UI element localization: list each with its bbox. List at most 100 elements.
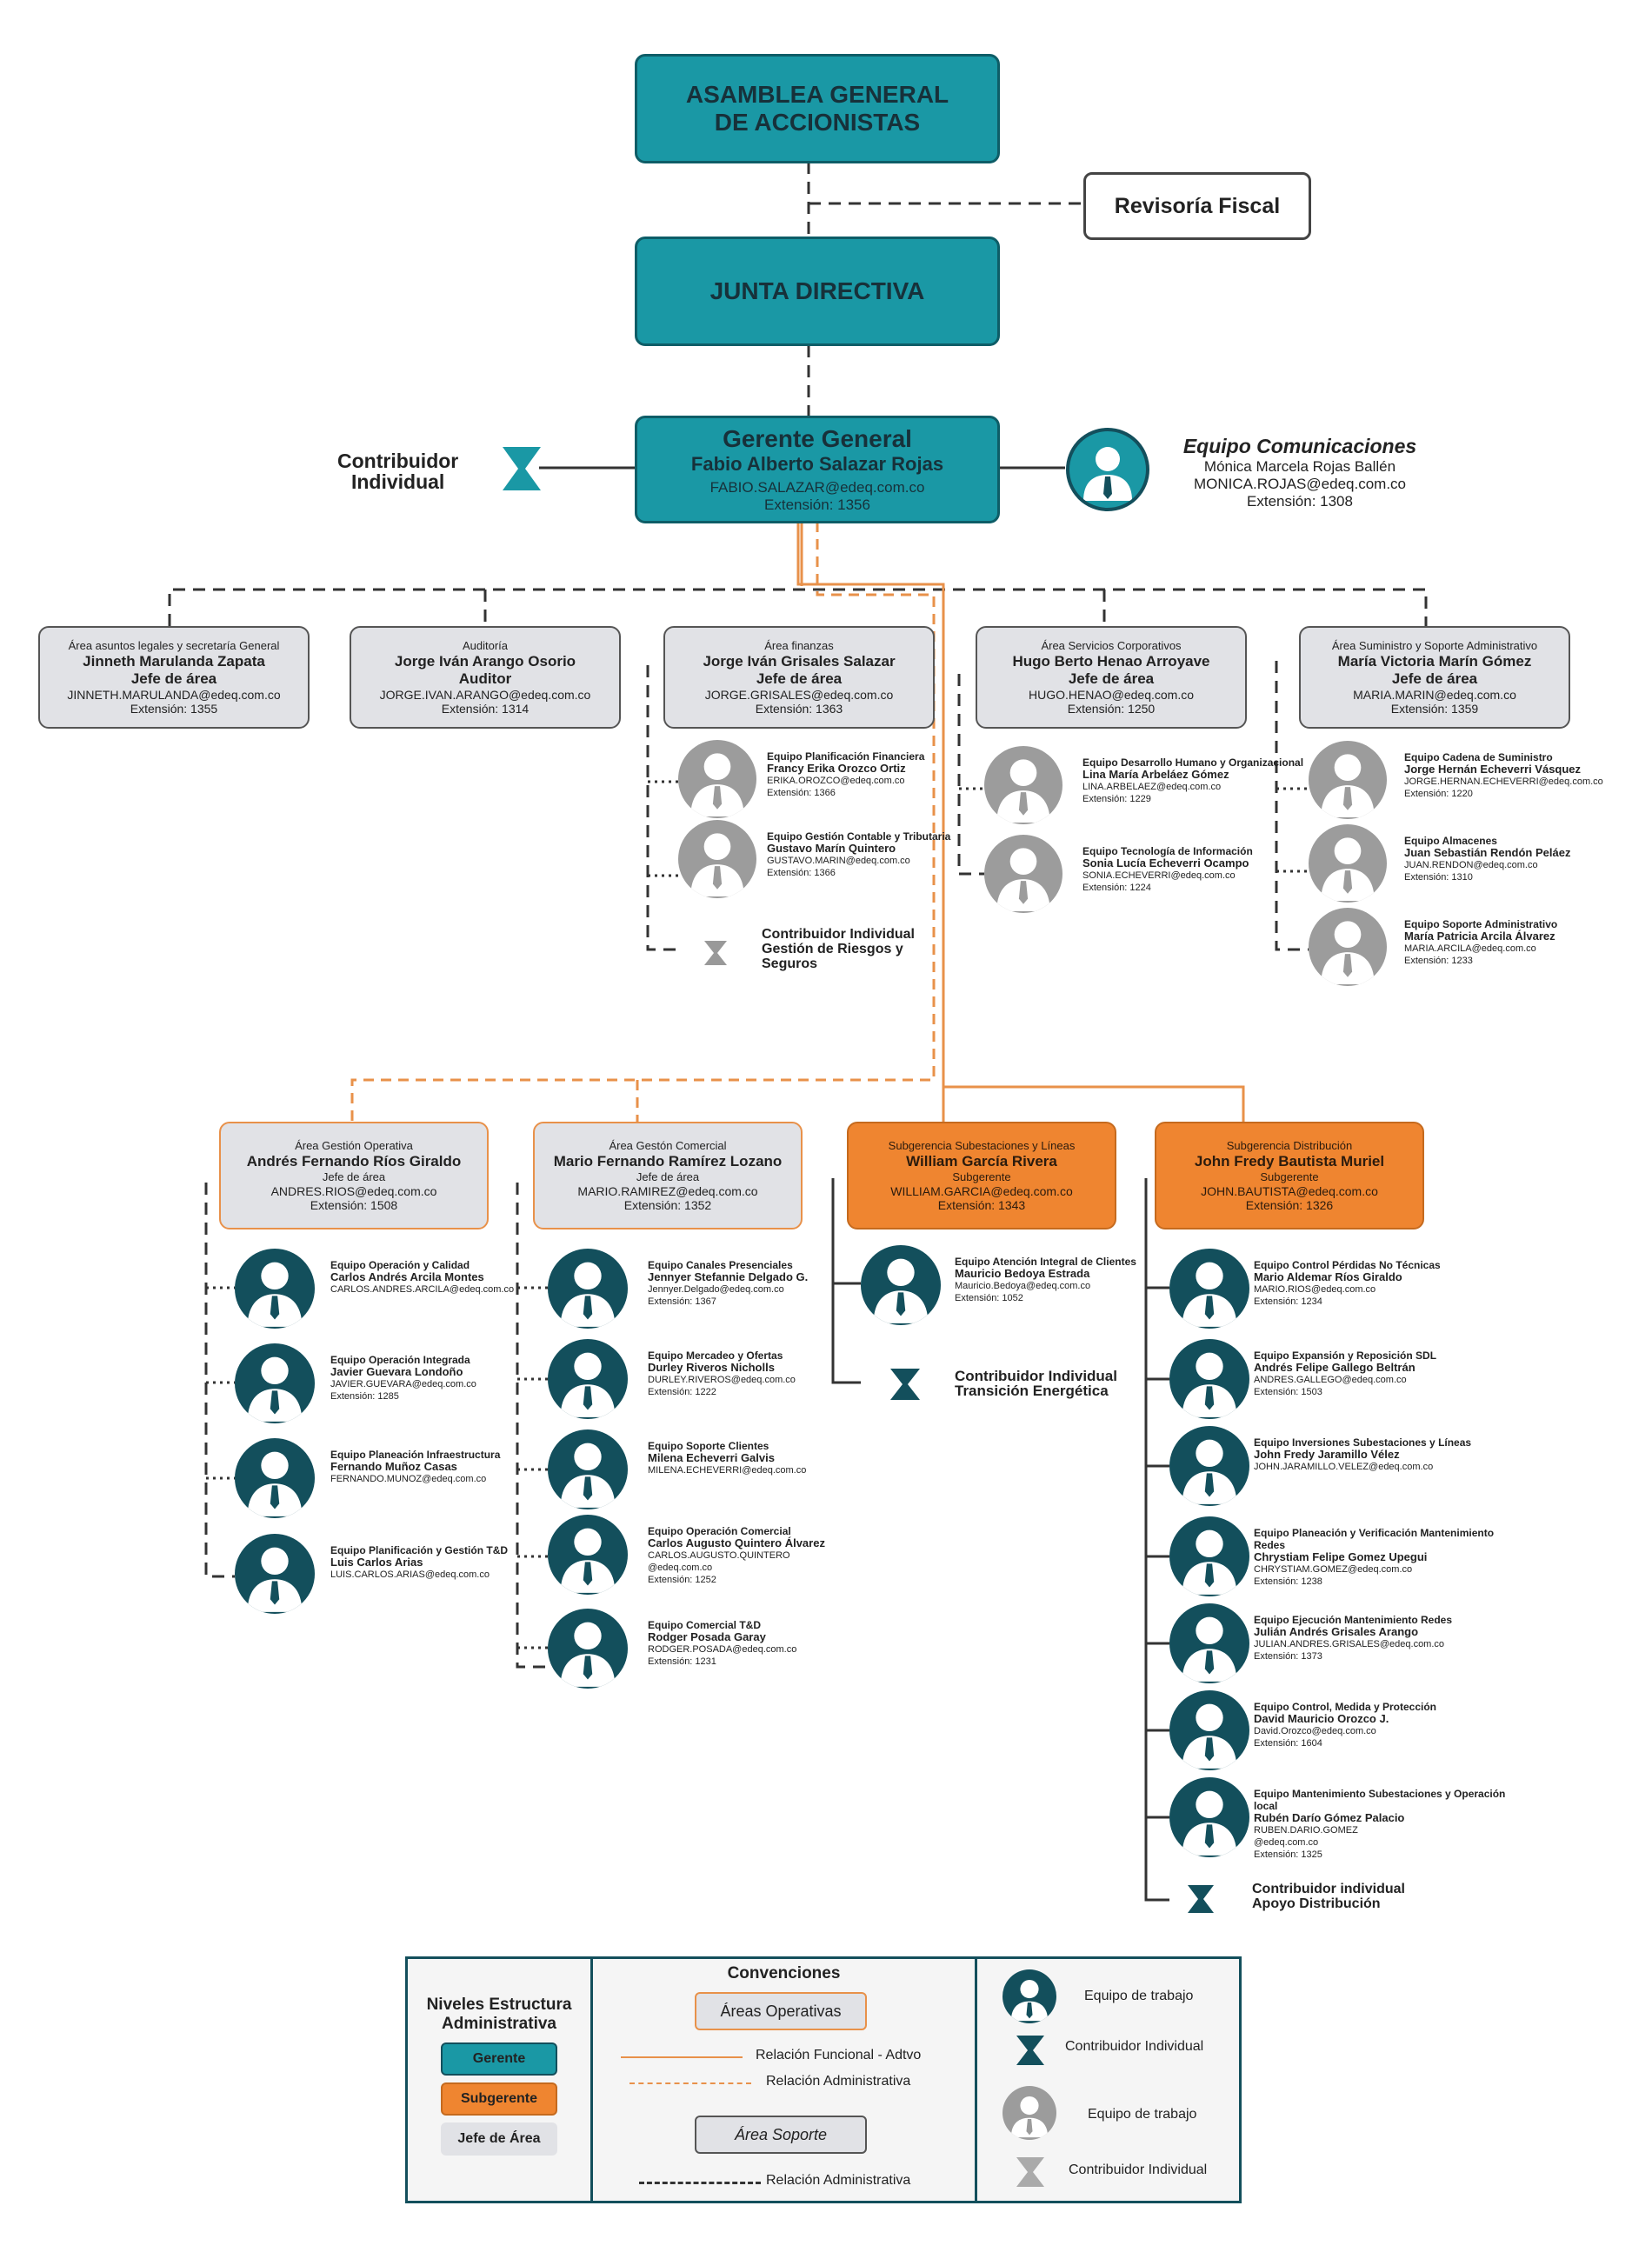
area-head-email: JINNETH.MARULANDA@edeq.com.co <box>67 688 281 702</box>
area-comercial-box: Área Gestón Comercial Mario Fernando Ram… <box>533 1122 803 1229</box>
hourglass-icon <box>503 447 541 490</box>
area-head-email: MARIO.RAMIREZ@edeq.com.co <box>577 1184 758 1198</box>
team-avatar-icon <box>1169 1339 1249 1419</box>
team-lead-email: JULIAN.ANDRES.GRISALES@edeq.com.co <box>1254 1639 1445 1649</box>
team-title: Equipo Planeación y Verificación Manteni… <box>1254 1527 1495 1551</box>
area-head-email: MARIA.MARIN@edeq.com.co <box>1353 688 1516 702</box>
team-avatar-icon <box>1169 1516 1249 1596</box>
team-lead-name: Gustavo Marín Quintero <box>767 842 896 855</box>
team-lead-ext: Extensión: 1252 <box>648 1575 716 1585</box>
team-avatar-icon <box>1169 1777 1249 1857</box>
team-avatar-icon <box>548 1339 628 1419</box>
area-label: Área asuntos legales y secretaría Genera… <box>68 639 280 652</box>
team-lead-name: Sonia Lucía Echeverri Ocampo <box>1082 856 1249 870</box>
legend-team-grey-icon <box>1003 2086 1056 2140</box>
team-title: Equipo Control, Medida y Protección <box>1254 1701 1437 1713</box>
area-head-email: JOHN.BAUTISTA@edeq.com.co <box>1201 1184 1378 1198</box>
team-avatar-icon <box>1169 1249 1249 1329</box>
team-lead-email: FERNANDO.MUNOZ@edeq.com.co <box>330 1474 487 1484</box>
team-lead-name: Chrystiam Felipe Gomez Upegui <box>1254 1550 1428 1563</box>
team-lead-ext: Extensión: 1229 <box>1082 794 1151 804</box>
team-lead-name: Fernando Muñoz Casas <box>330 1460 457 1473</box>
team-avatar-icon <box>984 746 1062 824</box>
team-title: Equipo Planificación y Gestión T&D <box>330 1544 509 1556</box>
legend-panel: Niveles Estructura Administrativa Gerent… <box>405 1956 1242 2203</box>
team-title: Equipo Soporte Administrativo <box>1404 918 1558 930</box>
team-title: Equipo Ejecución Mantenimiento Redes <box>1254 1614 1453 1626</box>
team-title: Equipo Operación Comercial <box>648 1525 791 1537</box>
team-lead-ext: Extensión: 1373 <box>1254 1651 1322 1662</box>
area-head-name: Jinneth Marulanda Zapata <box>83 653 265 670</box>
team-lead-email: CHRYSTIAM.GOMEZ@edeq.com.co <box>1254 1564 1413 1575</box>
gerente-box: Gerente General Fabio Alberto Salazar Ro… <box>635 416 1000 523</box>
team-title: Equipo Almacenes <box>1404 835 1497 847</box>
contributor-transicion-label: Contribuidor Individual Transición Energ… <box>955 1368 1117 1399</box>
team-lead-email: JAVIER.GUEVARA@edeq.com.co <box>330 1379 476 1389</box>
team-member-info: Equipo Mantenimiento Subestaciones y Ope… <box>1254 1788 1515 1861</box>
asamblea-title: ASAMBLEA GENERAL DE ACCIONISTAS <box>685 81 949 136</box>
team-avatar-icon <box>548 1249 628 1329</box>
area-label: Área Servicios Corporativos <box>1041 639 1182 652</box>
legend-dashed-orange-line <box>629 2082 751 2084</box>
team-lead-email: LUIS.CARLOS.ARIAS@edeq.com.co <box>330 1569 490 1580</box>
team-lead-name: Lina María Arbeláez Gómez <box>1082 768 1229 781</box>
team-lead-ext: Extensión: 1224 <box>1082 883 1151 893</box>
legend-area-soporte-chip: Área Soporte <box>695 2116 867 2154</box>
area-head-role: Jefe de área <box>130 670 217 687</box>
hourglass-icon <box>1016 2036 1044 2065</box>
team-lead-name: Jennyer Stefannie Delgado G. <box>648 1270 809 1283</box>
team-title: Equipo Operación Integrada <box>330 1354 470 1366</box>
team-avatar-icon <box>235 1343 315 1423</box>
area-head-email: JORGE.IVAN.ARANGO@edeq.com.co <box>379 688 591 702</box>
area-head-role: Subgerente <box>952 1170 1011 1183</box>
team-lead-ext: Extensión: 1604 <box>1254 1738 1322 1749</box>
legend-subgerente-chip: Subgerente <box>441 2082 557 2116</box>
team-title: Equipo Operación y Calidad <box>330 1259 470 1271</box>
area-auditoria-box: Auditoría Jorge Iván Arango Osorio Audit… <box>350 626 621 729</box>
team-lead-ext: Extensión: 1220 <box>1404 789 1473 799</box>
team-lead-ext: Extensión: 1367 <box>648 1296 716 1307</box>
area-legal-box: Área asuntos legales y secretaría Genera… <box>38 626 310 729</box>
team-avatar-icon <box>235 1534 315 1614</box>
team-lead-ext: Extensión: 1234 <box>1254 1296 1322 1307</box>
team-lead-ext: Extensión: 1310 <box>1404 872 1473 883</box>
team-lead-ext: Extensión: 1233 <box>1404 956 1473 966</box>
team-avatar-icon <box>1169 1603 1249 1683</box>
team-lead-email: JOHN.JARAMILLO.VELEZ@edeq.com.co <box>1254 1462 1434 1472</box>
team-avatar-icon <box>235 1249 315 1329</box>
junta-title: JUNTA DIRECTIVA <box>709 277 925 304</box>
contributor-apoyo-label: Contribuidor individual Apoyo Distribuci… <box>1252 1882 1405 1911</box>
team-avatar-icon <box>1309 824 1387 903</box>
area-label: Área Gestión Operativa <box>295 1139 413 1152</box>
area-head-email: JORGE.GRISALES@edeq.com.co <box>704 688 894 702</box>
team-lead-ext: Extensión: 1325 <box>1254 1849 1322 1860</box>
team-lead-email: MILENA.ECHEVERRI@edeq.com.co <box>648 1465 807 1476</box>
area-head-name: Mario Fernando Ramírez Lozano <box>553 1153 783 1169</box>
area-head-email: HUGO.HENAO@edeq.com.co <box>1028 688 1195 702</box>
team-avatar-icon <box>1309 741 1387 819</box>
area-suministro-box: Área Suministro y Soporte Administrativo… <box>1299 626 1570 729</box>
comunicaciones-email: MONICA.ROJAS@edeq.com.co <box>1194 476 1406 492</box>
team-lead-email: RODGER.POSADA@edeq.com.co <box>648 1644 797 1655</box>
area-head-name: Andrés Fernando Ríos Giraldo <box>246 1153 462 1169</box>
gerente-email: FABIO.SALAZAR@edeq.com.co <box>709 479 925 496</box>
area-head-name: Jorge Iván Arango Osorio <box>394 653 576 670</box>
area-head-name: María Victoria Marín Gómez <box>1337 653 1532 670</box>
team-title: Equipo Canales Presenciales <box>648 1259 793 1271</box>
area-head-ext: Extensión: 1314 <box>441 702 530 716</box>
team-lead-name: Juan Sebastián Rendón Peláez <box>1404 846 1571 859</box>
area-head-email: ANDRES.RIOS@edeq.com.co <box>270 1184 437 1198</box>
team-lead-ext: Extensión: 1231 <box>648 1656 716 1667</box>
subgerencia-distribucion-box: Subgerencia Distribución John Fredy Baut… <box>1155 1122 1424 1229</box>
team-avatar-icon <box>1169 1426 1249 1506</box>
area-head-role: Jefe de área <box>1068 670 1155 687</box>
